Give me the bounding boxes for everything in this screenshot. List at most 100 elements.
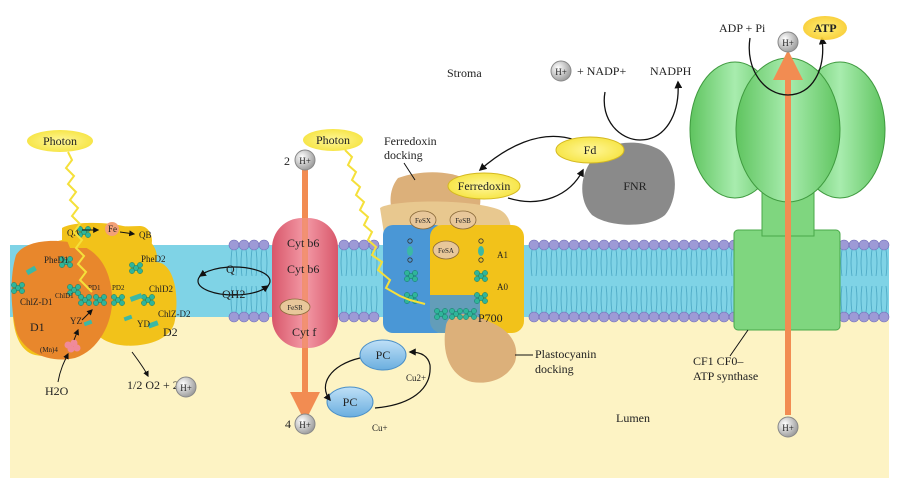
phe-d2-label: PheD2 xyxy=(141,254,166,264)
lipid-tail xyxy=(700,285,708,313)
lipid-head xyxy=(638,239,650,251)
chlorophyll-cluster xyxy=(93,294,107,306)
lipid-head xyxy=(258,311,270,323)
phe-d1-label: PheD1 xyxy=(44,255,69,265)
cyt-b6-label-2: Cyt b6 xyxy=(287,262,319,276)
fes-b-label: FeSB xyxy=(455,217,471,225)
lipid-tail xyxy=(340,249,348,277)
atp-formation-arrow xyxy=(748,36,827,96)
lipid-tail xyxy=(670,285,678,313)
lipid-tail xyxy=(650,249,658,277)
pc-label-bottom: PC xyxy=(343,395,358,409)
yz-label: YZ xyxy=(70,316,82,326)
psi-quinone-chain xyxy=(407,238,484,263)
lipid-tail xyxy=(350,285,358,313)
q-label: Q xyxy=(226,262,235,276)
hplus-bubble-nadp xyxy=(550,60,572,82)
lipid-tail xyxy=(690,249,698,277)
lipid-tail xyxy=(620,249,628,277)
psii-chlorophyll-clusters xyxy=(11,226,155,306)
hplus-nadp: H+ xyxy=(555,67,567,77)
h2o-label: H2O xyxy=(45,384,69,398)
lipid-tail xyxy=(630,249,638,277)
pd2-label: PD2 xyxy=(112,284,125,292)
lipid-head xyxy=(878,311,890,323)
chl-d1-label: ChlD1 xyxy=(55,292,74,300)
lipid-head xyxy=(558,239,570,251)
chlorophyll-cluster xyxy=(474,292,488,304)
stroma-label: Stroma xyxy=(447,66,482,80)
lipid-head xyxy=(608,239,620,251)
plastocyanin-cycle: PC PC Cu2+ Cu+ xyxy=(323,339,431,433)
lipid-tail xyxy=(580,285,588,313)
lipid-tail xyxy=(590,285,598,313)
lipid-head xyxy=(618,239,630,251)
lipid-head xyxy=(858,311,870,323)
cyt-b6-label-1: Cyt b6 xyxy=(287,236,319,250)
lipid-head xyxy=(858,239,870,251)
cu2-label: Cu2+ xyxy=(406,373,426,383)
atp-glow xyxy=(803,16,847,40)
qb-label: QB xyxy=(139,230,152,240)
lipid-head xyxy=(698,239,710,251)
lipid-tail xyxy=(660,285,668,313)
h2o-arrow xyxy=(57,352,69,383)
hplus-cyt-bottom: H+ xyxy=(299,420,311,430)
ferredoxin-docking-label-2: docking xyxy=(384,148,423,162)
lipid-tail xyxy=(230,285,238,313)
p700-label: P700 xyxy=(478,311,503,325)
chlorophyll-cluster xyxy=(129,262,143,274)
fd-bound xyxy=(555,136,625,164)
chlorophyll-cluster xyxy=(434,308,448,320)
half-o2-label: 1/2 O2 + 2 xyxy=(127,378,179,392)
lipid-tail xyxy=(540,285,548,313)
cyt-f-label: Cyt f xyxy=(292,325,316,339)
lipid-head xyxy=(628,311,640,323)
lipid-tail xyxy=(870,249,878,277)
fe-label: Fe xyxy=(108,224,117,234)
lipid-tail xyxy=(580,249,588,277)
lipid-tail xyxy=(600,249,608,277)
lipid-tail xyxy=(240,285,248,313)
lipid-tail xyxy=(670,249,678,277)
lipid-head xyxy=(238,239,250,251)
lipid-head xyxy=(368,311,380,323)
chlorophyll-cluster xyxy=(59,256,73,268)
hplus-bubble-cyt-bottom xyxy=(294,413,316,435)
lipid-head xyxy=(238,311,250,323)
lipid-head xyxy=(558,311,570,323)
hplus-cyt-top: H+ xyxy=(299,156,311,166)
lipid-tail xyxy=(710,285,718,313)
hplus-atp-bottom: H+ xyxy=(782,423,794,433)
lipid-tail xyxy=(630,285,638,313)
photon-badge-psii xyxy=(27,130,93,152)
photon-label-psii: Photon xyxy=(43,134,77,148)
chlorophyll-cluster xyxy=(111,294,125,306)
lipid-head xyxy=(358,239,370,251)
lipid-tail xyxy=(860,249,868,277)
lipid-tail xyxy=(570,249,578,277)
lipid-tail xyxy=(560,285,568,313)
lipid-tail xyxy=(530,249,538,277)
lipid-head xyxy=(528,311,540,323)
chlorophyll-cluster xyxy=(78,294,92,306)
lipid-head xyxy=(608,311,620,323)
a1-label: A1 xyxy=(497,250,508,260)
atp-synthase-label-1: CF1 CF0– xyxy=(693,354,744,368)
ferredoxin-arrow-in xyxy=(507,168,584,203)
plastocyanin-docking-label-2: docking xyxy=(535,362,574,376)
lipid-tail xyxy=(350,249,358,277)
lipid-tail xyxy=(550,285,558,313)
psii-pheophytins xyxy=(25,265,159,329)
lipid-head xyxy=(868,311,880,323)
pc-label-top: PC xyxy=(376,348,391,362)
lipid-tail xyxy=(560,249,568,277)
adp-pi-label: ADP + Pi xyxy=(719,21,766,35)
psi-plastocyanin-docking xyxy=(444,314,517,383)
chlorophyll-cluster xyxy=(449,308,463,320)
pc-oxidized xyxy=(359,339,407,371)
photon-badge-psi xyxy=(303,129,363,151)
lipid-tail xyxy=(870,285,878,313)
